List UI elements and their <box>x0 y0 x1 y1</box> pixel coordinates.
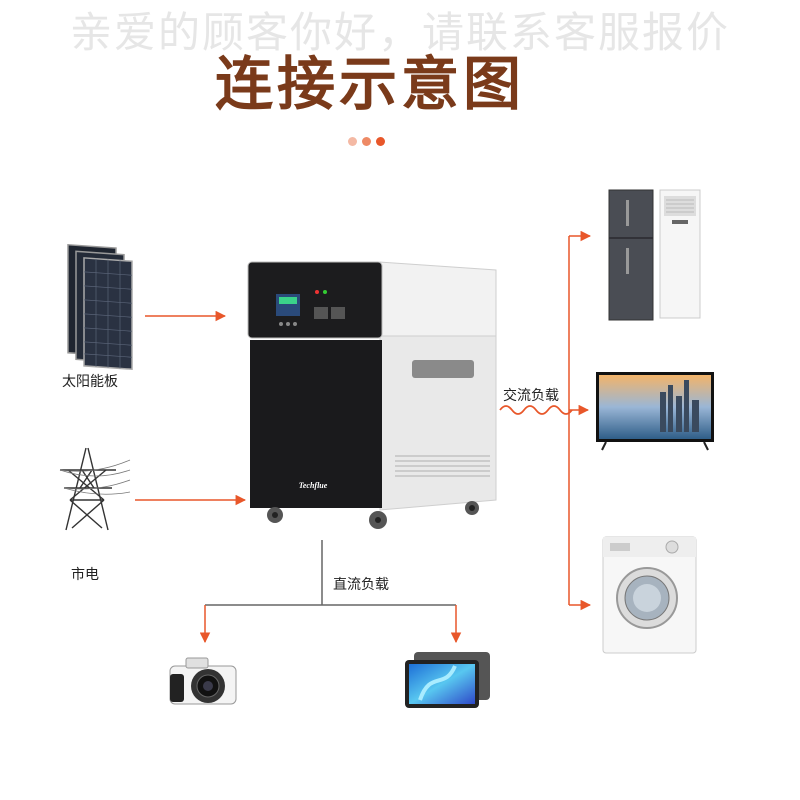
dot-2 <box>362 137 371 146</box>
page-title: 连接示意图 <box>214 50 525 118</box>
air-conditioner-icon <box>659 189 701 319</box>
grid-label: 市电 <box>71 567 99 583</box>
title-dots <box>348 137 388 147</box>
power-station-device: Techflue <box>247 261 497 529</box>
fridge-icon <box>608 189 654 321</box>
tv-icon <box>596 372 714 451</box>
device-brand: Techflue <box>299 481 328 490</box>
power-pylon-icon <box>59 447 131 531</box>
dc-load-label: 直流负载 <box>333 577 389 593</box>
dot-3 <box>376 137 385 146</box>
ac-load-label: 交流负载 <box>503 388 559 404</box>
camera-icon <box>169 657 237 705</box>
solar-label: 太阳能板 <box>62 374 118 390</box>
watermark-text: 亲爱的顾客你好，请联系客服报价 <box>69 8 730 57</box>
ac-wave <box>499 405 573 415</box>
solar-panel-icon <box>67 243 133 371</box>
dot-1 <box>348 137 357 146</box>
washing-machine-icon <box>602 536 697 654</box>
tablet-icon <box>405 652 490 708</box>
